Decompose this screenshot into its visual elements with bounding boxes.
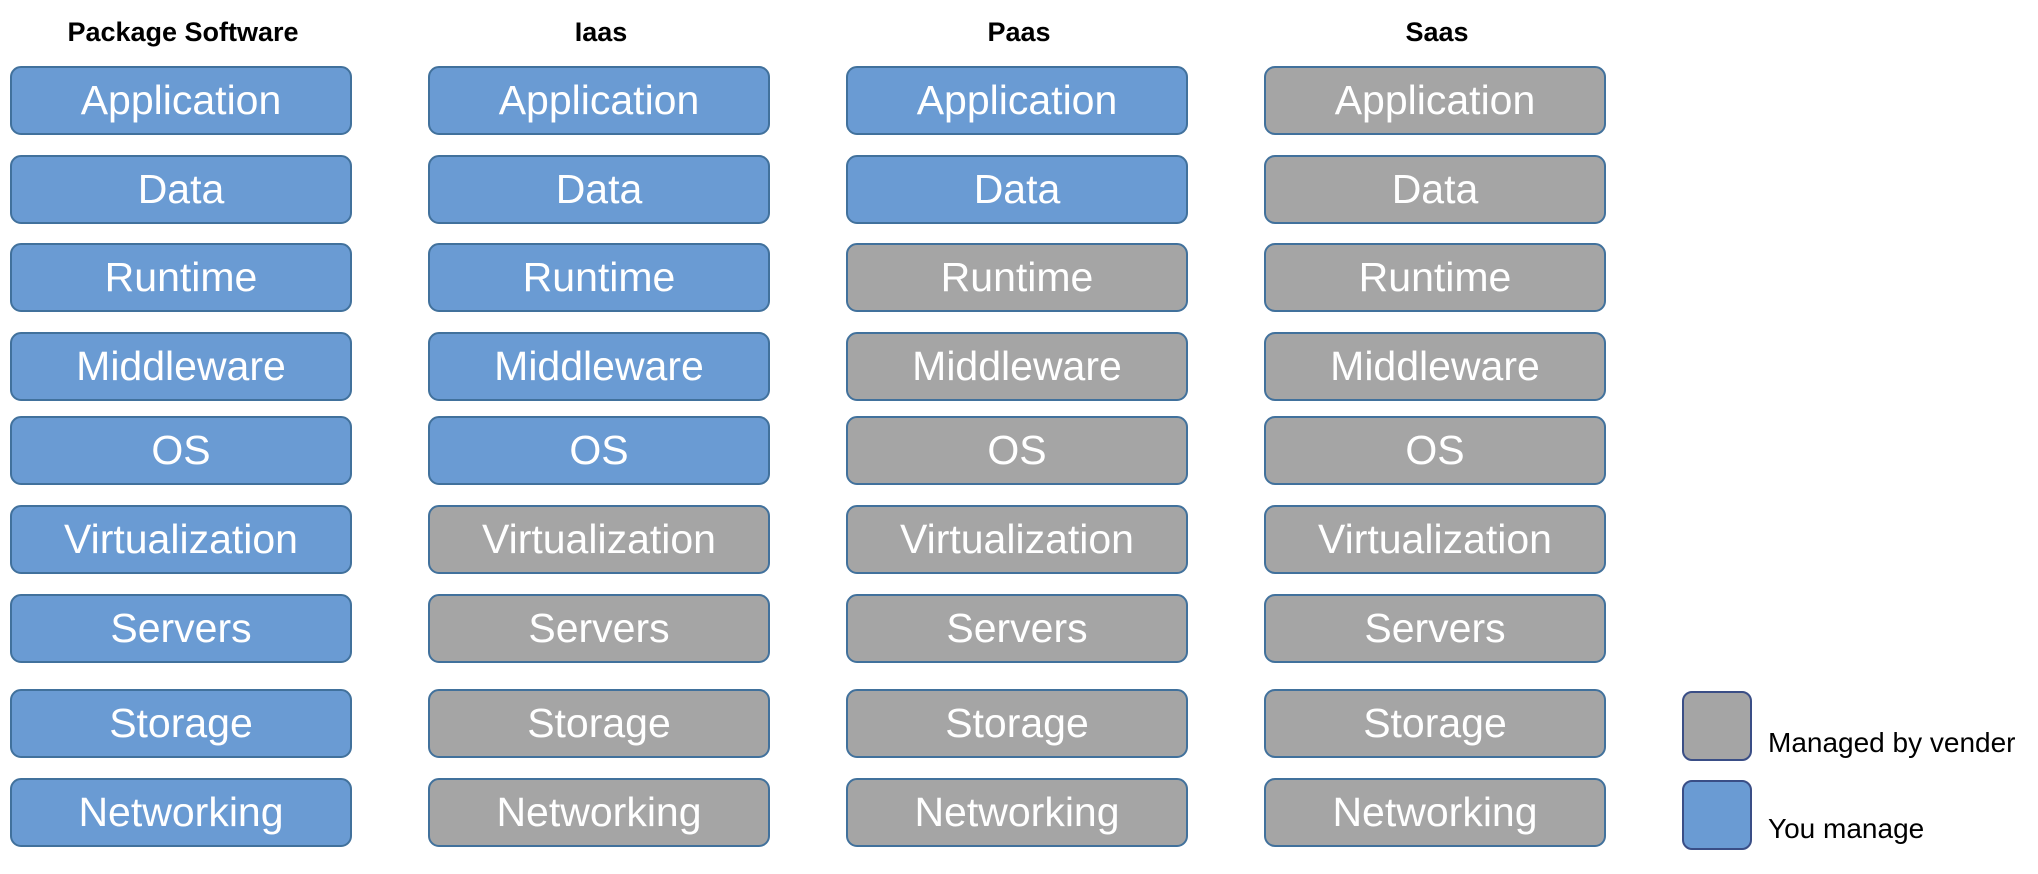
layer-data: Data: [1264, 155, 1606, 224]
layer-networking: Networking: [846, 778, 1188, 847]
layer-networking: Networking: [10, 778, 352, 847]
layer-virtualization: Virtualization: [10, 505, 352, 574]
layer-application: Application: [10, 66, 352, 135]
layer-virtualization: Virtualization: [1264, 505, 1606, 574]
layer-runtime: Runtime: [846, 243, 1188, 312]
column-title: Paas: [987, 17, 1051, 47]
layer-virtualization: Virtualization: [428, 505, 770, 574]
layer-middleware: Middleware: [428, 332, 770, 401]
layer-servers: Servers: [428, 594, 770, 663]
layer-networking: Networking: [1264, 778, 1606, 847]
legend-you-label: You manage: [1768, 813, 1925, 844]
layer-servers: Servers: [1264, 594, 1606, 663]
layer-storage: Storage: [10, 689, 352, 758]
column-title: Saas: [1405, 17, 1469, 47]
layer-runtime: Runtime: [1264, 243, 1606, 312]
layer-servers: Servers: [846, 594, 1188, 663]
layer-storage: Storage: [846, 689, 1188, 758]
layer-data: Data: [10, 155, 352, 224]
layer-data: Data: [428, 155, 770, 224]
layer-os: OS: [10, 416, 352, 485]
layer-middleware: Middleware: [846, 332, 1188, 401]
layer-networking: Networking: [428, 778, 770, 847]
legend-vendor-swatch: [1682, 691, 1752, 761]
layer-middleware: Middleware: [10, 332, 352, 401]
column-title: Package Software: [67, 17, 299, 47]
layer-runtime: Runtime: [428, 243, 770, 312]
layer-storage: Storage: [428, 689, 770, 758]
layer-application: Application: [846, 66, 1188, 135]
layer-runtime: Runtime: [10, 243, 352, 312]
layer-middleware: Middleware: [1264, 332, 1606, 401]
layer-data: Data: [846, 155, 1188, 224]
layer-os: OS: [428, 416, 770, 485]
layer-servers: Servers: [10, 594, 352, 663]
layer-storage: Storage: [1264, 689, 1606, 758]
layer-application: Application: [428, 66, 770, 135]
layer-application: Application: [1264, 66, 1606, 135]
legend-vendor-label: Managed by vender: [1768, 727, 2016, 758]
layer-virtualization: Virtualization: [846, 505, 1188, 574]
layer-os: OS: [846, 416, 1188, 485]
layer-os: OS: [1264, 416, 1606, 485]
column-title: Iaas: [574, 17, 628, 47]
legend-you-swatch: [1682, 780, 1752, 850]
